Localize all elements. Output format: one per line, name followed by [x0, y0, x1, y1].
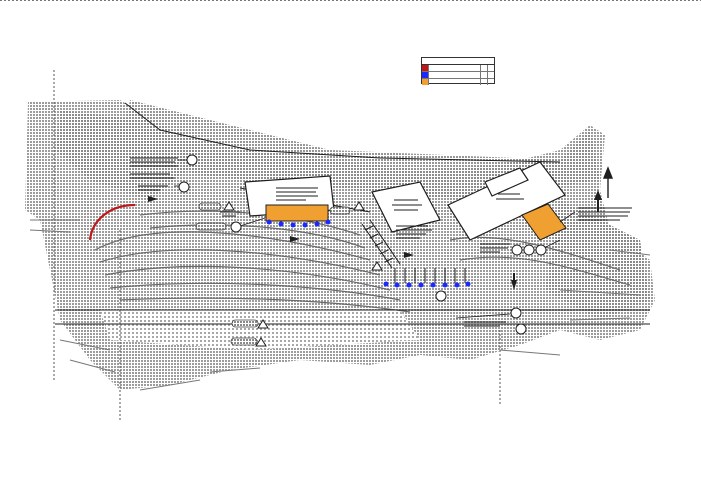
- triangle-marker-icons: [223, 201, 383, 347]
- legend-table: [421, 57, 495, 85]
- tag-markers: [195, 202, 351, 346]
- callout-circle-icon: [515, 323, 527, 335]
- legend-swatch-blue: [422, 72, 429, 78]
- legend-title: [422, 58, 494, 65]
- legend-swatch-orange: [422, 79, 429, 85]
- curve-red: [88, 203, 136, 241]
- highlight-east: [521, 203, 567, 241]
- blue-markers: [266, 219, 471, 288]
- legend-row: [422, 72, 494, 79]
- triangle-marker-icon: [353, 201, 365, 211]
- callout-circle-icon: [230, 221, 242, 233]
- highlight-west: [265, 204, 329, 222]
- callout-circle-icon: [535, 244, 547, 256]
- callout-circle-icon: [186, 154, 198, 166]
- callout-circle-icon: [178, 181, 190, 193]
- ramp-stairs: [361, 219, 401, 269]
- legend-row: [422, 65, 494, 72]
- callout-circle-icon: [511, 244, 523, 256]
- buildings: [244, 161, 566, 241]
- callout-circle-icon: [523, 244, 535, 256]
- triangle-marker-icon: [257, 319, 269, 329]
- callout-circle-icons: [178, 154, 547, 335]
- triangle-marker-icon: [255, 337, 267, 347]
- north-arrow-icon: [602, 166, 614, 198]
- legend-row: [422, 79, 494, 85]
- highlight-areas: [265, 203, 567, 241]
- detail-strokes: [29, 219, 651, 391]
- building-center: [371, 181, 441, 233]
- legend-swatch-red: [422, 65, 429, 71]
- terrain-area: [25, 100, 655, 390]
- post-row: [394, 268, 466, 283]
- triangle-marker-icon: [371, 261, 383, 271]
- flow-arrows: [148, 190, 602, 290]
- callout-notes: [130, 157, 632, 327]
- callout-circle-icon: [435, 290, 447, 302]
- triangle-marker-icon: [223, 201, 235, 211]
- callout-circle-icon: [510, 307, 522, 319]
- building-east-small: [484, 167, 529, 197]
